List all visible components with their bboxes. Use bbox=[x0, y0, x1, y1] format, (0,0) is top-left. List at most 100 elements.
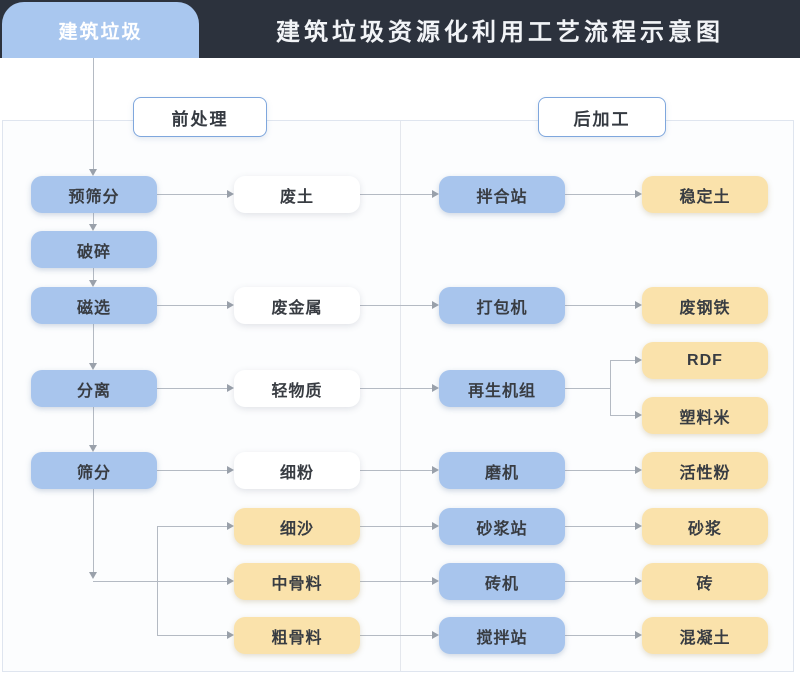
flow-node-rdf: RDF bbox=[642, 342, 768, 379]
connector-line bbox=[157, 388, 228, 389]
section-label-pre-processing: 前处理 bbox=[133, 97, 267, 137]
connector-line bbox=[360, 526, 433, 527]
arrowhead-icon bbox=[432, 631, 439, 639]
flow-node-label: 活性粉 bbox=[679, 464, 731, 482]
flow-node-banhezhan: 拌合站 bbox=[439, 176, 565, 213]
flow-node-label: 打包机 bbox=[476, 299, 528, 317]
connector-line bbox=[610, 360, 611, 415]
arrowhead-icon bbox=[432, 577, 439, 585]
connector-line bbox=[93, 268, 94, 281]
connector-line bbox=[157, 635, 228, 636]
flow-node-suliaomi: 塑料米 bbox=[642, 397, 768, 434]
flow-node-label: 砂浆 bbox=[687, 520, 722, 538]
flow-node-feigangtie: 废钢铁 bbox=[642, 287, 768, 324]
flow-node-wendingtu: 稳定土 bbox=[642, 176, 768, 213]
arrowhead-icon bbox=[89, 572, 97, 579]
connector-line bbox=[360, 581, 433, 582]
connector-line bbox=[610, 415, 636, 416]
flow-node-label: 轻物质 bbox=[271, 382, 323, 400]
flow-node-label: 废金属 bbox=[271, 299, 323, 317]
flow-node-label: 中骨料 bbox=[271, 575, 323, 593]
arrowhead-icon bbox=[227, 631, 234, 639]
arrowhead-icon bbox=[89, 280, 97, 287]
flow-node-label: 拌合站 bbox=[476, 188, 528, 206]
flow-node-label: 分离 bbox=[76, 382, 111, 400]
flow-node-fenli: 分离 bbox=[31, 370, 157, 407]
connector-line bbox=[93, 324, 94, 364]
flow-node-label: 破碎 bbox=[76, 243, 111, 261]
flow-node-xisha: 细沙 bbox=[234, 508, 360, 545]
arrowhead-icon bbox=[89, 445, 97, 452]
arrowhead-icon bbox=[227, 577, 234, 585]
arrowhead-icon bbox=[635, 577, 642, 585]
flow-node-label: 再生机组 bbox=[467, 382, 536, 400]
flow-node-xifen: 细粉 bbox=[234, 452, 360, 489]
flow-node-label: 细粉 bbox=[279, 464, 314, 482]
arrowhead-icon bbox=[432, 190, 439, 198]
flow-node-label: 废钢铁 bbox=[679, 299, 731, 317]
flow-node-label: 细沙 bbox=[279, 520, 314, 538]
flow-node-moji: 磨机 bbox=[439, 452, 565, 489]
flow-node-shajiang: 砂浆 bbox=[642, 508, 768, 545]
flow-node-zhuanji: 砖机 bbox=[439, 563, 565, 600]
flow-node-label: 废土 bbox=[279, 188, 314, 206]
arrowhead-icon bbox=[432, 301, 439, 309]
flow-node-label: 搅拌站 bbox=[476, 629, 528, 647]
flow-node-cixuan: 磁选 bbox=[31, 287, 157, 324]
flow-node-cuguliao: 粗骨料 bbox=[234, 617, 360, 654]
connector-line bbox=[565, 635, 636, 636]
flow-node-label: 筛分 bbox=[76, 464, 111, 482]
connector-line bbox=[157, 470, 228, 471]
flow-node-label: RDF bbox=[687, 351, 723, 369]
column-divider bbox=[400, 121, 401, 671]
flow-node-feijinshu: 废金属 bbox=[234, 287, 360, 324]
connector-line bbox=[360, 305, 433, 306]
section-label-text: 后加工 bbox=[573, 109, 631, 129]
connector-line bbox=[565, 470, 636, 471]
connector-line bbox=[565, 581, 636, 582]
section-label-text: 前处理 bbox=[171, 109, 229, 129]
arrowhead-icon bbox=[227, 466, 234, 474]
arrowhead-icon bbox=[635, 301, 642, 309]
flow-node-zhongguliao: 中骨料 bbox=[234, 563, 360, 600]
connector-line bbox=[360, 388, 433, 389]
flow-node-zaishengjizu: 再生机组 bbox=[439, 370, 565, 407]
arrowhead-icon bbox=[432, 522, 439, 530]
arrowhead-icon bbox=[635, 411, 642, 419]
arrowhead-icon bbox=[635, 356, 642, 364]
connector-line bbox=[565, 194, 636, 195]
arrowhead-icon bbox=[89, 224, 97, 231]
flow-node-yushaifen: 预筛分 bbox=[31, 176, 157, 213]
flow-node-posui: 破碎 bbox=[31, 231, 157, 268]
connector-line bbox=[93, 213, 94, 225]
flow-node-feitu: 废土 bbox=[234, 176, 360, 213]
connector-line bbox=[157, 305, 228, 306]
flow-node-label: 磨机 bbox=[484, 464, 519, 482]
arrowhead-icon bbox=[635, 466, 642, 474]
arrowhead-icon bbox=[432, 384, 439, 392]
flow-node-shaifen: 筛分 bbox=[31, 452, 157, 489]
flow-node-label: 粗骨料 bbox=[271, 629, 323, 647]
flow-node-label: 砖 bbox=[696, 575, 714, 593]
connector-line bbox=[93, 489, 94, 573]
flow-node-label: 塑料米 bbox=[679, 409, 731, 427]
connector-line bbox=[565, 305, 636, 306]
flow-node-label: 稳定土 bbox=[679, 188, 731, 206]
arrowhead-icon bbox=[635, 522, 642, 530]
connector-line bbox=[157, 526, 158, 635]
connector-line bbox=[565, 526, 636, 527]
flow-node-label: 砖机 bbox=[484, 575, 519, 593]
connector-line bbox=[93, 58, 94, 170]
connector-line bbox=[157, 526, 228, 527]
connector-line bbox=[93, 407, 94, 446]
connector-line bbox=[93, 581, 228, 582]
arrowhead-icon bbox=[227, 190, 234, 198]
arrowhead-icon bbox=[635, 190, 642, 198]
connector-line bbox=[157, 194, 228, 195]
flow-node-label: 预筛分 bbox=[68, 188, 120, 206]
flow-node-qingwuzhi: 轻物质 bbox=[234, 370, 360, 407]
flow-node-huoxingfen: 活性粉 bbox=[642, 452, 768, 489]
flow-node-label: 砂浆站 bbox=[476, 520, 528, 538]
arrowhead-icon bbox=[89, 169, 97, 176]
